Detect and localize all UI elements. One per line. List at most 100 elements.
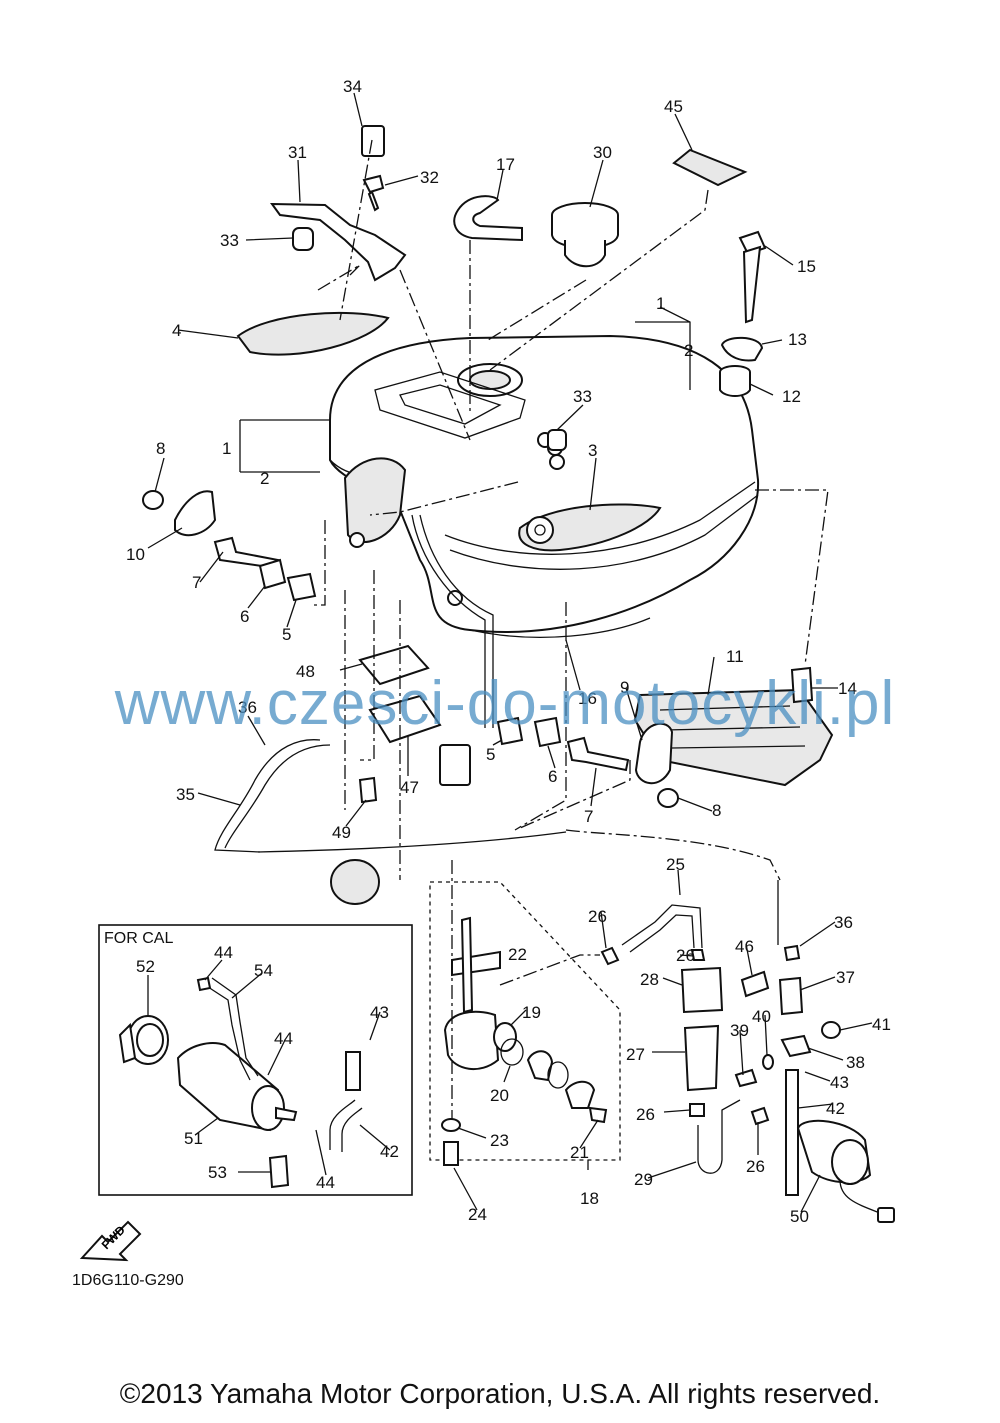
- part-50-fuel-pump: [796, 1119, 895, 1223]
- part-4-guard: [236, 311, 390, 356]
- callout-14: 14: [838, 679, 857, 698]
- callout-13: 13: [788, 330, 807, 349]
- part-17-strap: [453, 195, 523, 242]
- callout-30: 30: [593, 143, 612, 162]
- part-26-clamp-b: [690, 949, 706, 961]
- callout-9: 9: [620, 678, 629, 697]
- callout-20: 20: [490, 1086, 509, 1105]
- callout-51: 51: [184, 1129, 203, 1148]
- callout-43: 43: [830, 1073, 849, 1092]
- callout-54: 54: [254, 961, 273, 980]
- part-27-filter: [683, 1024, 720, 1092]
- callout-42: 42: [826, 1099, 845, 1118]
- callout-26: 26: [746, 1157, 765, 1176]
- callout-5: 5: [486, 745, 495, 764]
- callout-10: 10: [126, 545, 145, 564]
- part-9-bracket: [634, 722, 674, 785]
- cal-box: [98, 924, 413, 1196]
- part-49-bolt: [358, 776, 378, 804]
- callout-34: 34: [343, 77, 362, 96]
- part-spring: [547, 1061, 569, 1089]
- part-29-hose: [697, 1099, 741, 1174]
- callout-29: 29: [634, 1170, 653, 1189]
- callout-41: 41: [872, 1015, 891, 1034]
- callout-44: 44: [316, 1173, 335, 1192]
- callout-38: 38: [846, 1053, 865, 1072]
- part-42-hose: [785, 1069, 799, 1196]
- callout-1: 1: [656, 294, 665, 313]
- part-20-oring: [500, 1038, 524, 1066]
- callout-42: 42: [380, 1142, 399, 1161]
- part-34-clip: [361, 125, 385, 157]
- part-39-bolt: [734, 1068, 758, 1088]
- callout-17: 17: [496, 155, 515, 174]
- cal-box-label: FOR CAL: [104, 930, 174, 947]
- part-10-bracket: [174, 490, 217, 537]
- callout-28: 28: [640, 970, 659, 989]
- callout-3: 3: [588, 441, 597, 460]
- callout-6: 6: [548, 767, 557, 786]
- callout-48: 48: [296, 662, 315, 681]
- part-32-bolt: [362, 174, 385, 212]
- callout-33: 33: [220, 231, 239, 250]
- part-5-grommet: [286, 572, 317, 602]
- part-plate: [564, 1080, 596, 1109]
- copyright: ©2013 Yamaha Motor Corporation, U.S.A. A…: [119, 1378, 881, 1409]
- part-48-gasket: [358, 644, 430, 686]
- callout-53: 53: [208, 1163, 227, 1182]
- callout-22: 22: [508, 945, 527, 964]
- part-19-washer: [493, 1022, 517, 1052]
- part-6-collar-right: [533, 716, 562, 748]
- callout-45: 45: [664, 97, 683, 116]
- callout-8: 8: [712, 801, 721, 820]
- part-15-bolt: [738, 230, 767, 324]
- part-24-bolt: [443, 1141, 459, 1166]
- part-33-grommet: [292, 227, 314, 251]
- callout-16: 16: [578, 689, 597, 708]
- part-8-nut: [142, 490, 164, 510]
- callout-7: 7: [192, 573, 201, 592]
- callout-25: 25: [666, 855, 685, 874]
- part-14-collar: [790, 666, 814, 704]
- part-7-bolt-right: [566, 736, 630, 772]
- callout-40: 40: [752, 1007, 771, 1026]
- callout-36: 36: [834, 913, 853, 932]
- part-52-canister-cap: [118, 1015, 169, 1065]
- callout-7: 7: [584, 807, 593, 826]
- callout-15: 15: [797, 257, 816, 276]
- callout-49: 49: [332, 823, 351, 842]
- part-51-canister: [176, 1042, 298, 1132]
- part-fuel-cock: [443, 1010, 500, 1071]
- part-43-hose: [345, 1051, 361, 1091]
- part-47-float: [330, 859, 380, 905]
- callout-24: 24: [468, 1205, 487, 1224]
- callout-4: 4: [172, 321, 181, 340]
- callout-26: 26: [636, 1105, 655, 1124]
- part-47-fuel-sender: [368, 694, 442, 744]
- part-33-grommet-tank: [547, 429, 567, 451]
- part-28-holder: [680, 966, 724, 1014]
- callout-47: 47: [400, 778, 419, 797]
- part-42-hose-cal: [329, 1099, 356, 1150]
- part-25-hose: [621, 904, 703, 949]
- callout-19: 19: [522, 1003, 541, 1022]
- callout-5: 5: [282, 625, 291, 644]
- callout-39: 39: [730, 1021, 749, 1040]
- part-47-connector: [439, 744, 471, 786]
- part-26-clamp-c: [689, 1103, 705, 1117]
- part-53-bolt: [268, 1154, 290, 1189]
- part-26-clamp: [600, 946, 620, 966]
- callout-36: 36: [238, 698, 257, 717]
- part-21-screw: [588, 1106, 608, 1124]
- callout-37: 37: [836, 968, 855, 987]
- diagram-code: 1D6G110-G290: [72, 1272, 184, 1289]
- callout-35: 35: [176, 785, 195, 804]
- callout-1: 1: [222, 439, 231, 458]
- part-54-hose: [204, 984, 251, 1081]
- part-16-hose: [411, 514, 486, 728]
- callout-44: 44: [214, 943, 233, 962]
- part-6-collar: [258, 558, 287, 590]
- callout-50: 50: [790, 1207, 809, 1226]
- part-30-fuel-cap: [551, 202, 619, 268]
